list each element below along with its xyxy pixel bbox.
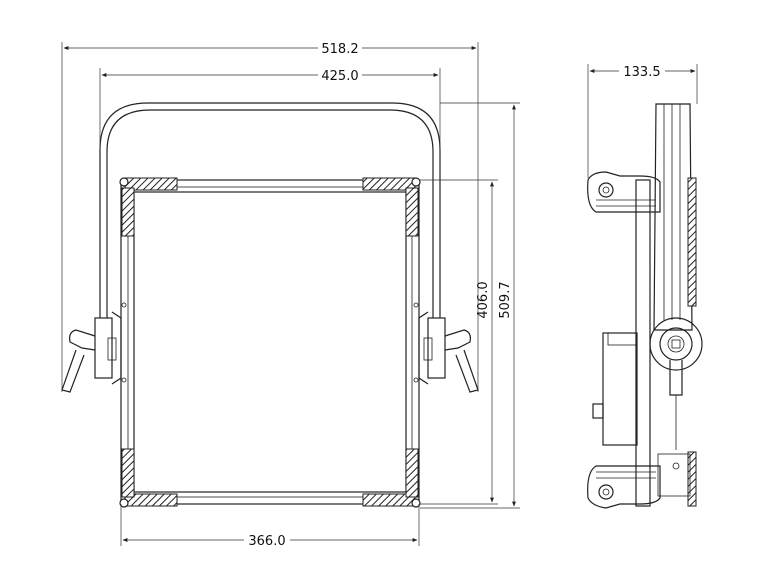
frame-screws xyxy=(121,302,419,383)
dim-yoke-width: 425.0 xyxy=(321,69,358,84)
right-pivot-handle xyxy=(418,311,479,393)
dimension-lines xyxy=(61,40,698,548)
side-yoke xyxy=(653,103,693,331)
side-pivot-knob xyxy=(649,317,703,450)
dim-depth: 133.5 xyxy=(623,65,660,80)
side-control-box xyxy=(592,332,638,446)
side-bottom-bracket xyxy=(587,453,691,509)
side-rail-top xyxy=(687,177,697,307)
side-rail-bottom xyxy=(687,451,697,507)
side-top-bracket xyxy=(587,171,661,213)
yoke xyxy=(99,102,441,318)
side-body xyxy=(635,179,651,507)
dim-overall-height: 509.7 xyxy=(498,281,513,318)
side-view xyxy=(587,103,703,509)
dim-overall-width: 518.2 xyxy=(321,42,358,57)
left-pivot-handle xyxy=(61,311,122,393)
corner-brackets xyxy=(119,177,421,508)
front-view xyxy=(61,102,479,508)
panel-frame xyxy=(120,179,420,505)
dim-panel-height: 406.0 xyxy=(476,281,491,318)
dim-panel-width: 366.0 xyxy=(248,534,285,549)
